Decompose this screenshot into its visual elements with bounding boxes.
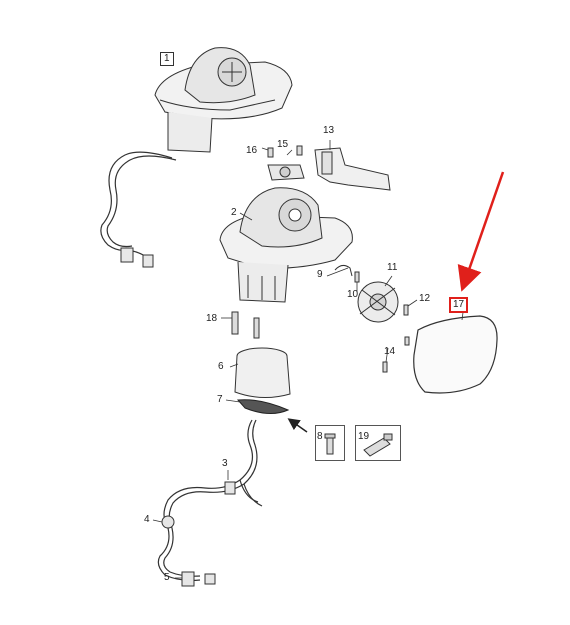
bracket-part-13 (314, 147, 391, 191)
clip-part-9 (334, 264, 353, 277)
part-label-5: 5 (164, 572, 170, 583)
kit-box-19 (355, 425, 401, 461)
part-label-3: 3 (222, 458, 228, 469)
connector-icon (363, 433, 393, 457)
mirror-glass-part-17 (413, 315, 498, 394)
part-label-18: 18 (206, 313, 218, 324)
part-label-14: 14 (384, 346, 396, 357)
part-label-2: 2 (231, 207, 237, 218)
part-label-12: 12 (419, 293, 431, 304)
upper-cable-connector (120, 247, 154, 268)
mirror-housing-lower (219, 187, 353, 303)
kit-box-8 (315, 425, 345, 461)
switch-part-15 (267, 164, 305, 181)
part-label-17-highlighted: 17 (449, 297, 469, 313)
part-label-4: 4 (144, 514, 150, 525)
part-label-7: 7 (217, 394, 223, 405)
lower-cable (157, 419, 263, 582)
mirror-housing-upper (154, 47, 293, 153)
part-label-16: 16 (246, 145, 258, 156)
housing-base-part-6 (234, 347, 291, 398)
upper-cable (100, 151, 177, 259)
part-label-19: 19 (358, 431, 370, 442)
part-label-9: 9 (317, 269, 323, 280)
part-label-6: 6 (218, 361, 224, 372)
leader-lines (152, 140, 465, 579)
gasket-part-7 (236, 399, 290, 414)
part-label-8: 8 (317, 431, 323, 442)
motor-part-11 (357, 281, 399, 323)
bolt-icon (324, 433, 336, 455)
part-label-15: 15 (277, 139, 289, 150)
part-label-11: 11 (387, 262, 398, 273)
part-label-13: 13 (323, 125, 335, 136)
highlight-arrow (457, 171, 505, 292)
screws (231, 145, 410, 373)
part-label-1: 1 (160, 52, 174, 66)
part-label-10: 10 (347, 289, 359, 300)
